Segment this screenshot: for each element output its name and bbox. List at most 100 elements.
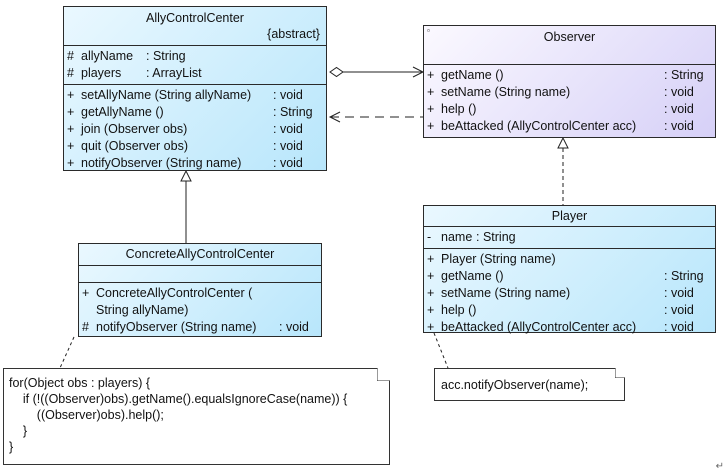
visibility-marker: + [67, 139, 75, 153]
attribute-type: : String [146, 49, 186, 63]
operations-section: + Player (String name) + getName () : St… [424, 249, 715, 338]
class-header: AllyControlCenter {abstract} [64, 7, 326, 46]
visibility-marker: + [67, 105, 75, 119]
operation-row: + quit (Observer obs) : void [64, 138, 326, 155]
visibility-marker: + [67, 122, 75, 136]
class-concrete-ally-control-center[interactable]: ConcreteAllyControlCenter + ConcreteAlly… [78, 243, 322, 337]
attribute-row: # allyName : String [64, 48, 326, 65]
class-header: ConcreteAllyControlCenter [79, 244, 321, 266]
operation-signature: setAllyName (String allyName) [81, 88, 252, 102]
code-line: } [9, 424, 28, 438]
operation-signature: quit (Observer obs) [81, 139, 188, 153]
dependency-observer-ally [328, 111, 423, 123]
visibility-marker: + [427, 252, 435, 266]
code-line: } [9, 440, 14, 454]
code-line: ((Observer)obs).help(); [9, 408, 164, 422]
operation-return: : void [664, 85, 694, 99]
class-name: Observer [543, 30, 596, 44]
operation-signature: setName (String name) [441, 286, 571, 300]
operation-return: : String [273, 105, 313, 119]
operation-row: + join (Observer obs) : void [64, 121, 326, 138]
operation-signature: setName (String name) [441, 85, 571, 99]
visibility-marker: # [67, 66, 74, 80]
visibility-marker: + [67, 88, 75, 102]
operation-signature: ConcreteAllyControlCenter ( [96, 286, 253, 300]
operation-return: : String [664, 68, 704, 82]
operation-row: + setName (String name) : void [424, 84, 715, 101]
visibility-marker: - [427, 230, 432, 244]
class-ally-control-center[interactable]: AllyControlCenter {abstract} # allyName … [63, 6, 327, 171]
operation-row: + notifyObserver (String name) : void [64, 155, 326, 172]
operation-return: : void [279, 320, 309, 334]
attribute-name: name [441, 230, 473, 244]
operation-signature: Player (String name) [441, 252, 556, 266]
attribute-type: : ArrayList [146, 66, 202, 80]
visibility-marker: + [427, 303, 435, 317]
note-anchor-code [59, 336, 75, 369]
visibility-marker: + [427, 68, 435, 82]
note-player-beattacked[interactable]: acc.notifyObserver(name); [434, 368, 625, 401]
operation-row: + Player (String name) [424, 251, 715, 268]
operation-row: + setAllyName (String allyName) : void [64, 87, 326, 104]
class-header: ▫ Observer [424, 26, 715, 65]
operation-row: + getName () : String [424, 67, 715, 84]
operation-signature: help () [441, 303, 477, 317]
operation-signature: getAllyName () [81, 105, 164, 119]
visibility-marker: + [82, 286, 90, 300]
visibility-marker: + [427, 320, 435, 334]
operation-signature-continued: String allyName) [96, 303, 189, 317]
class-player[interactable]: Player - name : String + Player (String … [423, 205, 716, 334]
attribute-name: players [81, 66, 122, 80]
operation-signature: beAttacked (AllyControlCenter acc) [441, 119, 637, 133]
class-name: Player [551, 209, 588, 223]
operation-signature: beAttacked (AllyControlCenter acc) [441, 320, 637, 334]
return-mark-icon: ↵ [715, 461, 724, 472]
visibility-marker: + [427, 102, 435, 116]
operation-return: : void [273, 156, 303, 170]
note-anchor-player [433, 332, 449, 369]
note-text: acc.notifyObserver(name); [441, 378, 589, 392]
visibility-marker: + [427, 269, 435, 283]
operation-row: # notifyObserver (String name) : void [79, 319, 321, 336]
operation-return: : void [273, 88, 303, 102]
operation-row: + getName () : String [424, 268, 715, 285]
attributes-section: - name : String [424, 227, 715, 249]
code-line: if (!((Observer)obs).getName().equalsIgn… [9, 392, 348, 406]
attributes-section: # allyName : String # players : ArrayLis… [64, 46, 326, 85]
note-notify-observer-code[interactable]: for(Object obs : players) { if (!((Obser… [3, 368, 390, 465]
class-stereotype: {abstract} [267, 27, 320, 41]
visibility-marker: + [67, 156, 75, 170]
operation-signature: join (Observer obs) [81, 122, 188, 136]
operation-signature: notifyObserver (String name) [96, 320, 257, 334]
operation-signature: getName () [441, 269, 504, 283]
operations-section: + getName () : String + setName (String … [424, 65, 715, 137]
operation-signature: help () [441, 102, 477, 116]
operation-row: + beAttacked (AllyControlCenter acc) : v… [424, 319, 715, 336]
visibility-marker: + [427, 119, 435, 133]
attribute-name: allyName [81, 49, 134, 63]
operation-return: : void [664, 102, 694, 116]
operation-signature: notifyObserver (String name) [81, 156, 242, 170]
operation-row-continued: String allyName) [79, 302, 321, 319]
note-corner-fold-icon [377, 368, 390, 381]
class-name: AllyControlCenter [146, 11, 244, 25]
operation-row: + help () : void [424, 302, 715, 319]
visibility-marker: + [427, 286, 435, 300]
realization-player-observer [557, 136, 569, 205]
note-corner-fold-icon [615, 368, 625, 378]
visibility-marker: # [82, 320, 89, 334]
class-observer[interactable]: ▫ Observer + getName () : String + setNa… [423, 25, 716, 138]
operation-return: : void [273, 122, 303, 136]
operation-return: : String [664, 269, 704, 283]
operation-return: : void [664, 303, 694, 317]
visibility-marker: # [67, 49, 74, 63]
code-line: for(Object obs : players) { [9, 376, 151, 390]
generalization-concrete-ally [180, 169, 192, 243]
attribute-type: : String [476, 230, 516, 244]
class-name: ConcreteAllyControlCenter [125, 247, 275, 261]
operation-row: + ConcreteAllyControlCenter ( [79, 285, 321, 302]
operation-return: : void [664, 119, 694, 133]
operations-section: + ConcreteAllyControlCenter ( String all… [79, 283, 321, 338]
attribute-row: - name : String [424, 229, 715, 246]
